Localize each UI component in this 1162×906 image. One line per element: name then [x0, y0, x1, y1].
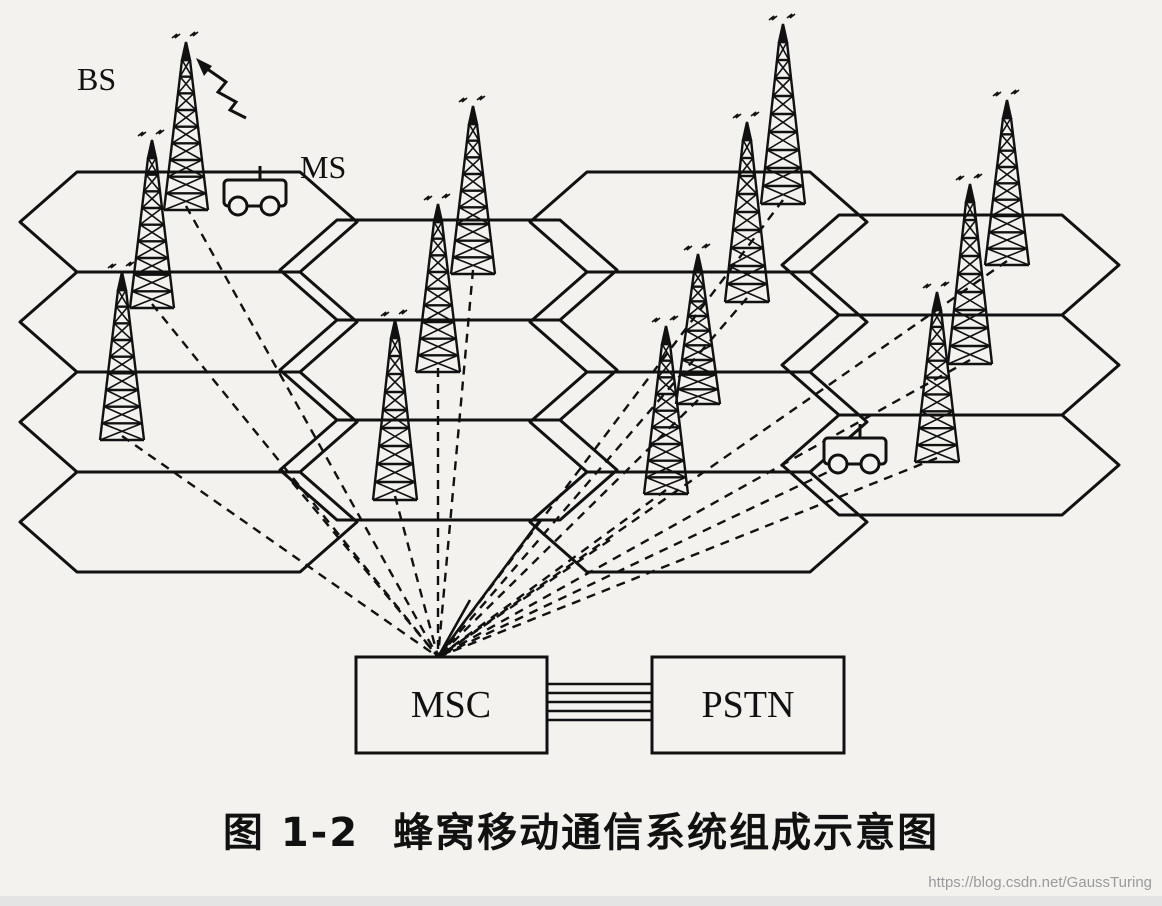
base-station-tower-icon: [414, 193, 462, 374]
base-station-tower-icon: [642, 315, 690, 496]
mobile-station-vehicle-icon: [822, 424, 888, 475]
pstn-box: [650, 655, 846, 755]
base-station-tower-icon: [759, 13, 807, 206]
msc-link-line: [437, 358, 971, 659]
hexagon-cell: [18, 270, 359, 374]
hexagon-cell: [278, 418, 619, 522]
msc-link-line: [437, 260, 1008, 658]
ms-label: MS: [300, 149, 346, 185]
msc-link-line: [437, 297, 748, 658]
msc-link-line: [393, 495, 440, 658]
base-station-tower-icon: [449, 95, 497, 276]
msc-link-line: [437, 539, 611, 658]
msc-link-line: [121, 435, 439, 658]
figure-title: 蜂窝移动通信系统组成示意图: [393, 810, 940, 856]
radio-wave-icon: [202, 64, 247, 120]
base-station-tower-icon: [674, 243, 722, 406]
hexagon-cell-grid: [18, 170, 1121, 658]
msc-link-line: [437, 399, 699, 658]
msc-box: [354, 655, 549, 755]
base-station-tower-icon: [913, 281, 961, 464]
hexagon-cell: [528, 370, 869, 474]
radio-wave-arrowhead: [196, 58, 212, 76]
base-station-tower-icon: [128, 129, 176, 310]
watermark: https://blog.csdn.net/GaussTuring: [928, 874, 1152, 891]
msc-link-line: [436, 599, 472, 658]
mobile-stations: [222, 166, 888, 475]
hexagon-cell: [528, 470, 869, 574]
msc-label: MSC: [411, 684, 491, 726]
mobile-station-vehicle-icon: [222, 166, 288, 217]
msc-link-line: [184, 205, 440, 658]
base-stations: [98, 13, 1031, 502]
bs-label: BS: [77, 61, 116, 97]
figure-number: 图 1-2: [222, 810, 360, 856]
msc-pstn-trunk: [547, 682, 652, 722]
msc-links: [121, 199, 1008, 659]
msc-link-line: [437, 450, 871, 659]
msc-link-line: [281, 469, 439, 658]
pstn-label: PSTN: [702, 684, 795, 726]
hexagon-cell: [780, 413, 1121, 517]
bottom-band: [0, 896, 1162, 906]
base-station-tower-icon: [723, 111, 771, 304]
base-station-tower-icon: [98, 261, 146, 442]
figure-caption: 图 1-2 蜂窝移动通信系统组成示意图: [0, 800, 1162, 858]
msc-link-line: [437, 199, 784, 658]
hexagon-cell: [18, 170, 359, 274]
msc-link-line: [151, 303, 439, 658]
base-station-tower-icon: [162, 31, 210, 212]
msc-link-line: [436, 269, 475, 658]
base-station-tower-icon: [946, 173, 994, 366]
base-station-tower-icon: [983, 89, 1031, 267]
base-station-tower-icon: [371, 309, 419, 502]
hexagon-cell: [18, 470, 359, 574]
